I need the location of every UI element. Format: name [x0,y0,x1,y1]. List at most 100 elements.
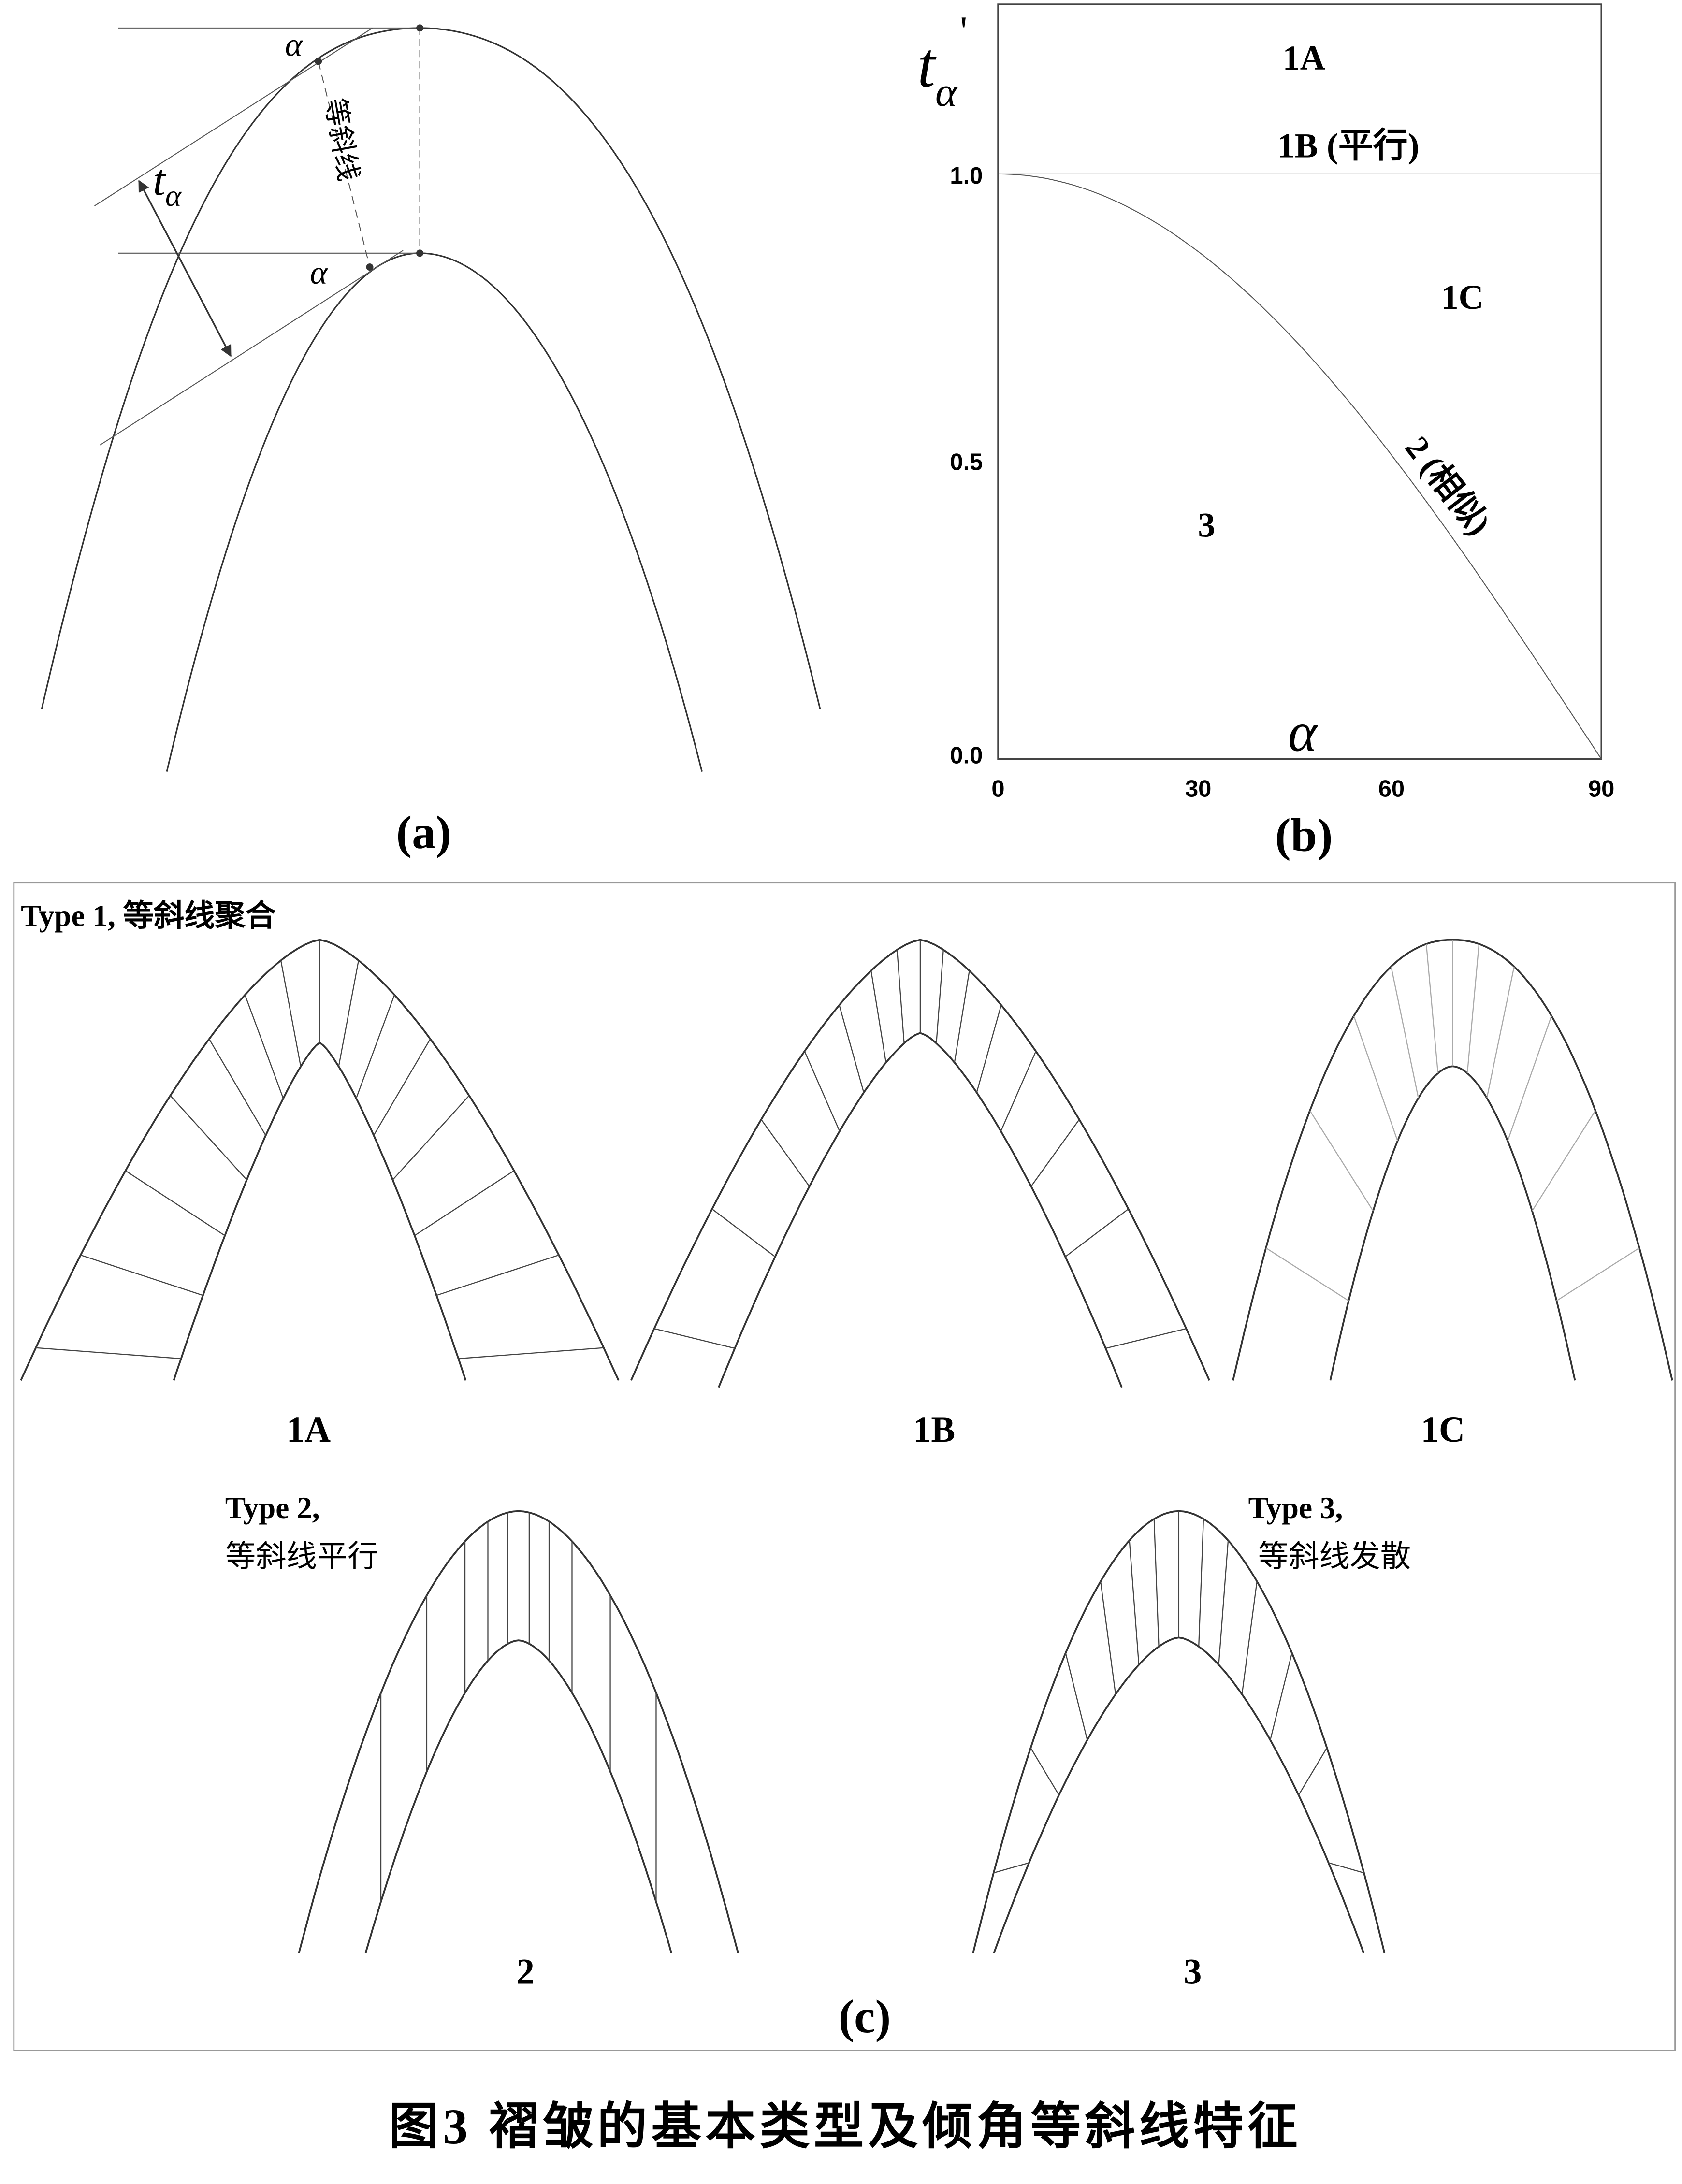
tangent-point-lower [366,263,374,271]
hinge-point-lower [416,249,424,257]
fold-3-inner-surface [993,1636,1365,1953]
type2-title-line2: 等斜线平行 [225,1540,378,1574]
panel-a-label: (a) [396,807,451,859]
isogon-line [760,1119,810,1187]
upper-tangent-line [94,28,373,206]
fold-2-outer-surface [298,1510,739,1953]
isogon-line [804,1051,841,1132]
x-axis-label: α [1288,701,1319,763]
isogon-line [80,1254,203,1296]
plot-frame [997,3,1602,760]
isogon-line [1425,944,1439,1073]
type3-title-line1: Type 3, [1248,1491,1343,1525]
isogon-line [1507,1015,1552,1142]
panel-c-frame [13,882,1676,2051]
x-tick-60: 60 [1378,776,1405,802]
region-1c: 1C [1441,278,1484,317]
isogon-line [1353,1015,1398,1142]
isogon-line [1531,1110,1596,1212]
panel-b-label: (b) [1275,810,1333,862]
similar-fold-curve [998,173,1602,760]
type3-title-line2: 等斜线发散 [1258,1540,1411,1574]
isogon-line [1065,1208,1129,1258]
fold-2-label: 2 [516,1952,534,1992]
isogon-line [1000,1051,1037,1132]
panel-a: α α tα 等斜线 (a) [41,24,821,859]
region-1a: 1A [1283,39,1325,77]
isogon-line [1030,1119,1080,1187]
isogon-line [896,950,905,1043]
isogon-line [1153,1519,1160,1647]
isogon-line [936,950,944,1043]
isogon-line [1309,1110,1374,1212]
region-1b: 1B (平行) [1277,126,1420,165]
fold-2-inner-surface [364,1639,672,1953]
isogon-line [870,970,887,1063]
isogon-line [976,1005,1002,1093]
isogon-line [1466,944,1480,1073]
y-tick-1.0: 1.0 [950,163,983,189]
isogon-line [458,1347,604,1360]
alpha-upper-label: α [285,26,304,63]
isogon-line [839,1005,865,1093]
x-tick-0: 0 [991,776,1004,802]
isogon-line [1328,1862,1364,1874]
y-tick-0.0: 0.0 [950,742,983,768]
panel-b: tα' 1.0 0.5 0.0 0 30 60 90 α 1A 1B (平行) … [917,3,1614,862]
isogon-line [1129,1540,1140,1665]
isogon-line [436,1254,559,1296]
figure-caption: 图3 褶皱的基本类型及倾角等斜线特征 [389,2099,1302,2155]
fold-1c-inner-surface [1329,1065,1576,1381]
isogon-line [208,1039,266,1136]
isogon-line [993,1862,1030,1874]
isogon-line [1198,1519,1204,1647]
fold-1b-inner-surface [718,1032,1123,1388]
x-tick-30: 30 [1185,776,1211,802]
isogon-line [1218,1540,1229,1665]
fold-1a-inner-surface [173,1041,467,1381]
region-3: 3 [1198,506,1215,545]
isogon-line [1486,966,1515,1099]
x-tick-90: 90 [1588,776,1614,802]
thickness-arrow [138,180,232,357]
inner-fold-surface [166,252,703,772]
isogon-label: 等斜线 [319,96,364,184]
panel-c-label: (c) [839,1991,891,2043]
isogon-line [355,995,395,1099]
outer-fold-surface [41,27,821,709]
isogon-line [1265,1247,1349,1302]
alpha-lower-label: α [310,254,328,291]
isogon-line [1241,1581,1258,1694]
panel-c: Type 1, 等斜线聚合 1A 1B 1C Type 2, 等斜线平行 Typ… [13,882,1676,2051]
fold-1c-label: 1C [1421,1410,1465,1450]
isogon-line [654,1328,735,1349]
isogon-line [1298,1747,1328,1796]
fold-3-label: 3 [1184,1952,1202,1992]
isogon-line [280,960,302,1067]
fold-1b-label: 1B [913,1410,955,1450]
isogon-line [1270,1653,1293,1740]
isogon-line [414,1170,515,1236]
isogon-line [1065,1653,1088,1740]
tangent-point-upper [315,58,322,65]
y-tick-0.5: 0.5 [950,449,983,475]
isogon-line [170,1095,247,1181]
isogon-dashed-line [318,61,371,267]
isogon-line [338,960,360,1067]
type1-title: Type 1, 等斜线聚合 [21,899,276,933]
t-alpha-label: tα [153,155,182,213]
isogon-line [373,1039,431,1136]
isogon-line [1556,1247,1640,1302]
isogon-line [35,1347,181,1360]
isogon-line [954,970,970,1063]
fold-1a-label: 1A [287,1410,331,1450]
type2-title-line1: Type 2, [225,1491,320,1525]
isogon-line [1391,966,1419,1099]
isogon-line [1105,1328,1187,1349]
isogon-line [711,1208,776,1258]
isogon-line [1100,1581,1116,1694]
isogon-line [392,1095,470,1181]
isogon-line [244,995,284,1099]
y-axis-label: tα' [917,7,967,115]
